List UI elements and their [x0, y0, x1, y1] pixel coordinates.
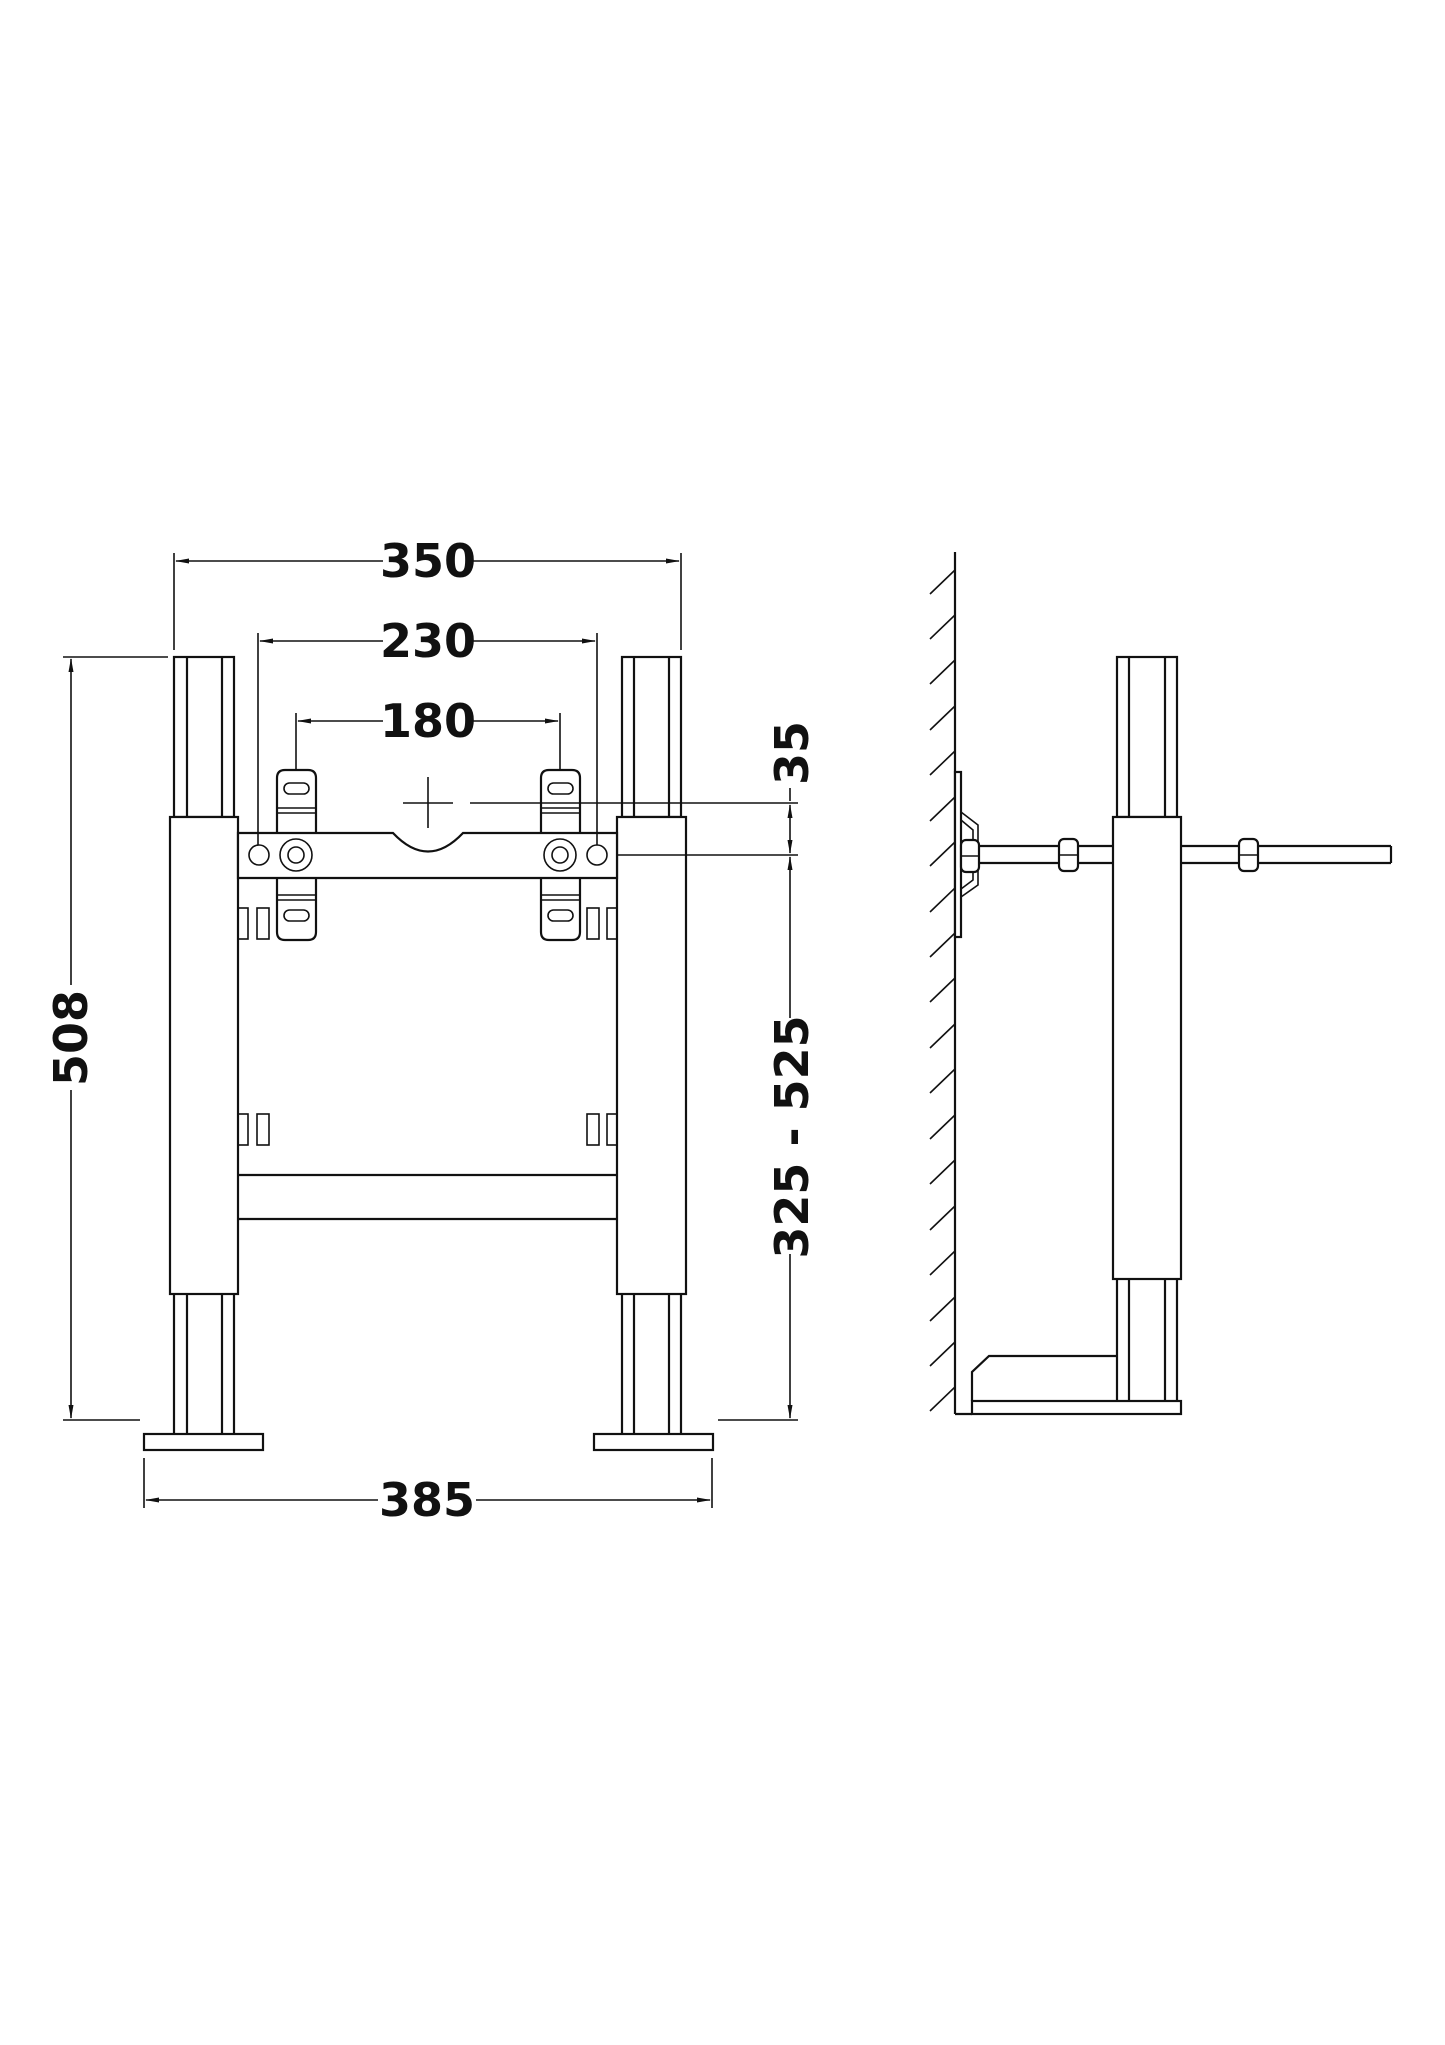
dim-230-label: 230	[380, 614, 476, 668]
left-post-upper	[172, 655, 236, 819]
dim-180-label: 180	[380, 694, 476, 748]
upper-left-nut-icon	[237, 907, 270, 940]
wall-hatching	[929, 552, 957, 1414]
dim-325-525-label: 325 - 525	[765, 1015, 819, 1258]
left-post-lower	[172, 1294, 236, 1434]
side-leg-sleeve	[1111, 815, 1183, 1281]
lower-left-nut-icon	[237, 1113, 270, 1146]
upper-crossbar	[236, 831, 619, 880]
rod-nut-1-icon	[1057, 837, 1080, 873]
side-post-upper	[1115, 655, 1179, 819]
left-washer-inner	[287, 846, 305, 864]
front-view	[142, 655, 715, 1452]
right-foot-plate	[592, 1432, 715, 1452]
dimension-lines	[63, 553, 798, 1508]
dim-350-label: 350	[380, 534, 476, 588]
dim-508-label: 508	[44, 990, 98, 1086]
left-leg-sleeve	[168, 815, 240, 1296]
wall-nut-icon	[959, 838, 981, 874]
side-foot-block	[970, 1354, 1117, 1401]
lower-right-nut-icon	[586, 1113, 618, 1146]
right-washer	[543, 838, 577, 872]
left-washer	[279, 838, 313, 872]
right-post-upper	[620, 655, 683, 819]
rod-nut-2-icon	[1237, 837, 1260, 873]
right-leg-sleeve	[615, 815, 688, 1296]
upper-right-nut-icon	[586, 907, 618, 940]
left-mount-hole	[248, 844, 270, 866]
right-washer-inner	[551, 846, 569, 864]
side-view	[929, 552, 1393, 1416]
dim-385-label: 385	[379, 1473, 475, 1527]
left-foot-plate	[142, 1432, 265, 1452]
side-post-lower	[1115, 1279, 1179, 1401]
right-post-lower	[620, 1294, 683, 1434]
side-base-plate	[970, 1399, 1183, 1416]
support-rod	[978, 844, 1393, 865]
dim-35-label: 35	[765, 721, 819, 785]
lower-crossbar	[238, 1173, 617, 1221]
waste-centre-mark	[403, 777, 453, 828]
